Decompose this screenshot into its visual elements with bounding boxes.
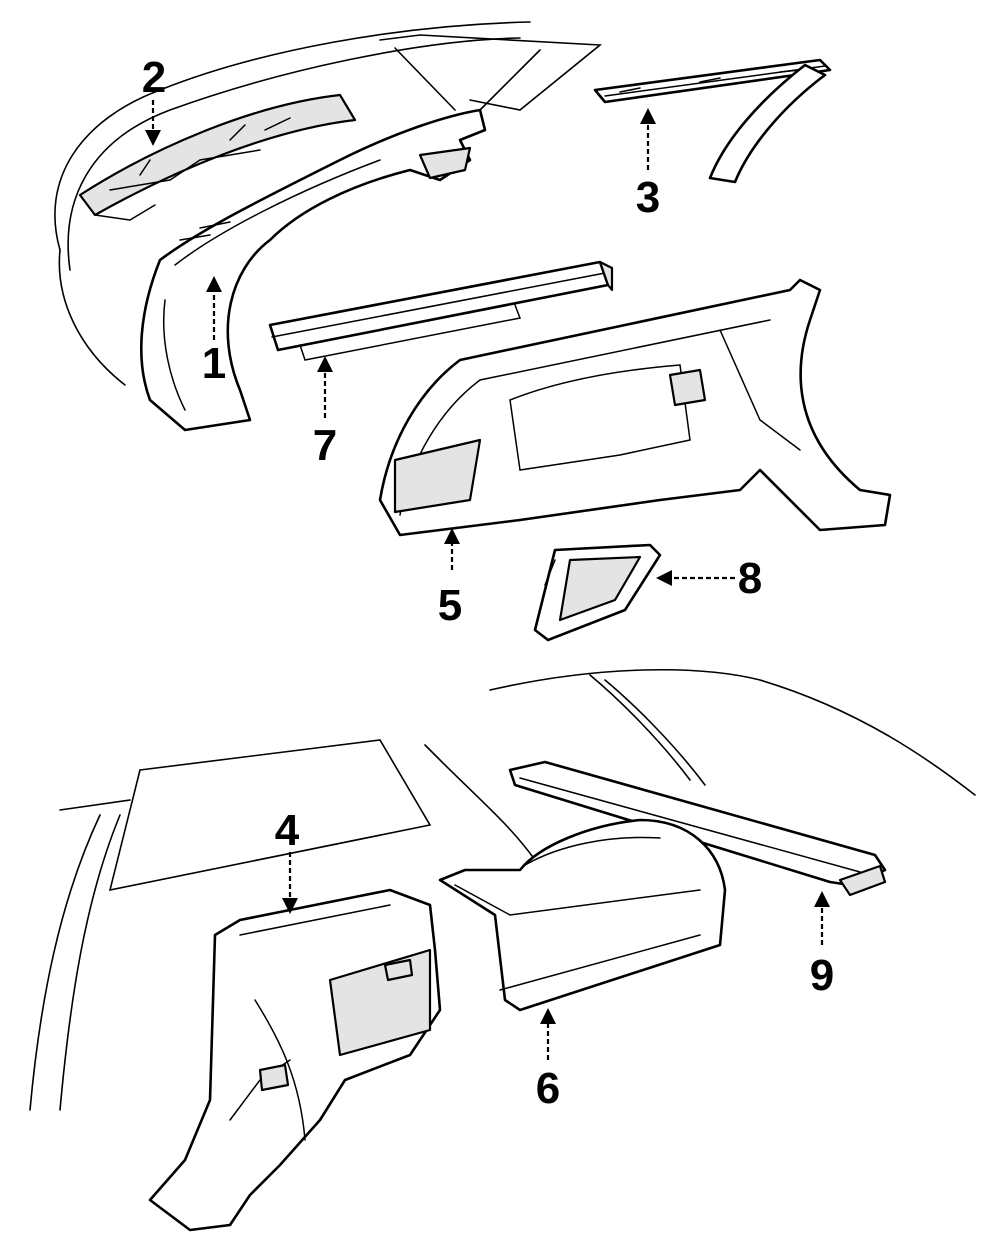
- callout-4: 4: [275, 806, 300, 855]
- leader-3: [640, 108, 656, 170]
- leader-6: [540, 1008, 556, 1060]
- part-5-side-trim-panel: [378, 278, 892, 537]
- part-6-wheelhouse-trim: [438, 818, 727, 1012]
- part-4-rear-corner-trim: [148, 888, 442, 1232]
- leader-1: [206, 276, 222, 340]
- callout-7: 7: [313, 421, 337, 470]
- callout-8: 8: [738, 554, 762, 603]
- part-7-sill-strip: [268, 260, 614, 361]
- callout-5: 5: [438, 581, 462, 630]
- part-1-quarter-trim-panel: [139, 108, 487, 432]
- callout-9: 9: [810, 951, 834, 1000]
- part-9-lower-sill-rail: [508, 760, 887, 897]
- leader-5: [444, 528, 460, 570]
- leader-4: [282, 852, 298, 914]
- upper-body-outline: [54, 21, 603, 386]
- leader-8: [656, 570, 735, 586]
- leader-9: [814, 891, 830, 945]
- lower-body-outline: [29, 668, 976, 1111]
- part-3-upper-rail: [593, 58, 832, 104]
- callout-1: 1: [202, 339, 226, 388]
- part-2-rear-shelf-trim: [78, 93, 357, 221]
- pillar-trim-outline: [708, 63, 827, 184]
- callout-2: 2: [142, 53, 166, 102]
- leader-7: [317, 356, 333, 418]
- callout-6: 6: [536, 1064, 560, 1113]
- leader-2: [145, 100, 161, 146]
- part-8-storage-pocket: [533, 543, 662, 642]
- callout-3: 3: [636, 173, 660, 222]
